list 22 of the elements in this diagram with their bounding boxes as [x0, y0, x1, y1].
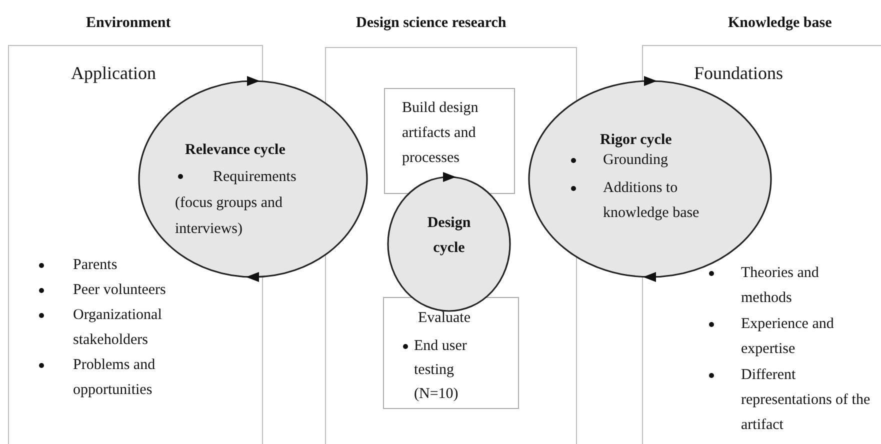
- bullet-item: Organizational stakeholders: [36, 303, 198, 353]
- bullet-item: Grounding: [568, 148, 721, 173]
- box-text: Build design artifacts and processes: [402, 99, 480, 168]
- section-title: Foundations: [694, 62, 784, 85]
- section-title: Application: [71, 62, 157, 85]
- panel-heading: Knowledge base: [728, 14, 833, 33]
- bullet-item: End user testing (N=10): [400, 334, 476, 406]
- panel-heading: Design science research: [356, 14, 508, 33]
- bullet-item: Problems and opportunities: [36, 353, 198, 403]
- process-box: [384, 88, 515, 194]
- panel-heading: Environment: [86, 14, 172, 33]
- box-text: Evaluate: [418, 309, 472, 328]
- cycle-title: Rigor cycle: [600, 131, 673, 150]
- bullet-item: Requirements (focus groups and interviews): [175, 164, 317, 242]
- bullet-item: Additions to knowledge base: [568, 176, 721, 226]
- cycle-title: Design cycle: [426, 214, 472, 258]
- process-box: [383, 297, 519, 409]
- bullet-item: Theories and methods: [706, 261, 871, 311]
- bullet-item: Peer volunteers: [36, 278, 198, 303]
- bullet-item: Experience and expertise: [706, 312, 871, 362]
- cycle-title: Relevance cycle: [185, 141, 286, 160]
- bullet-item: Different representations of the artifact: [706, 363, 871, 438]
